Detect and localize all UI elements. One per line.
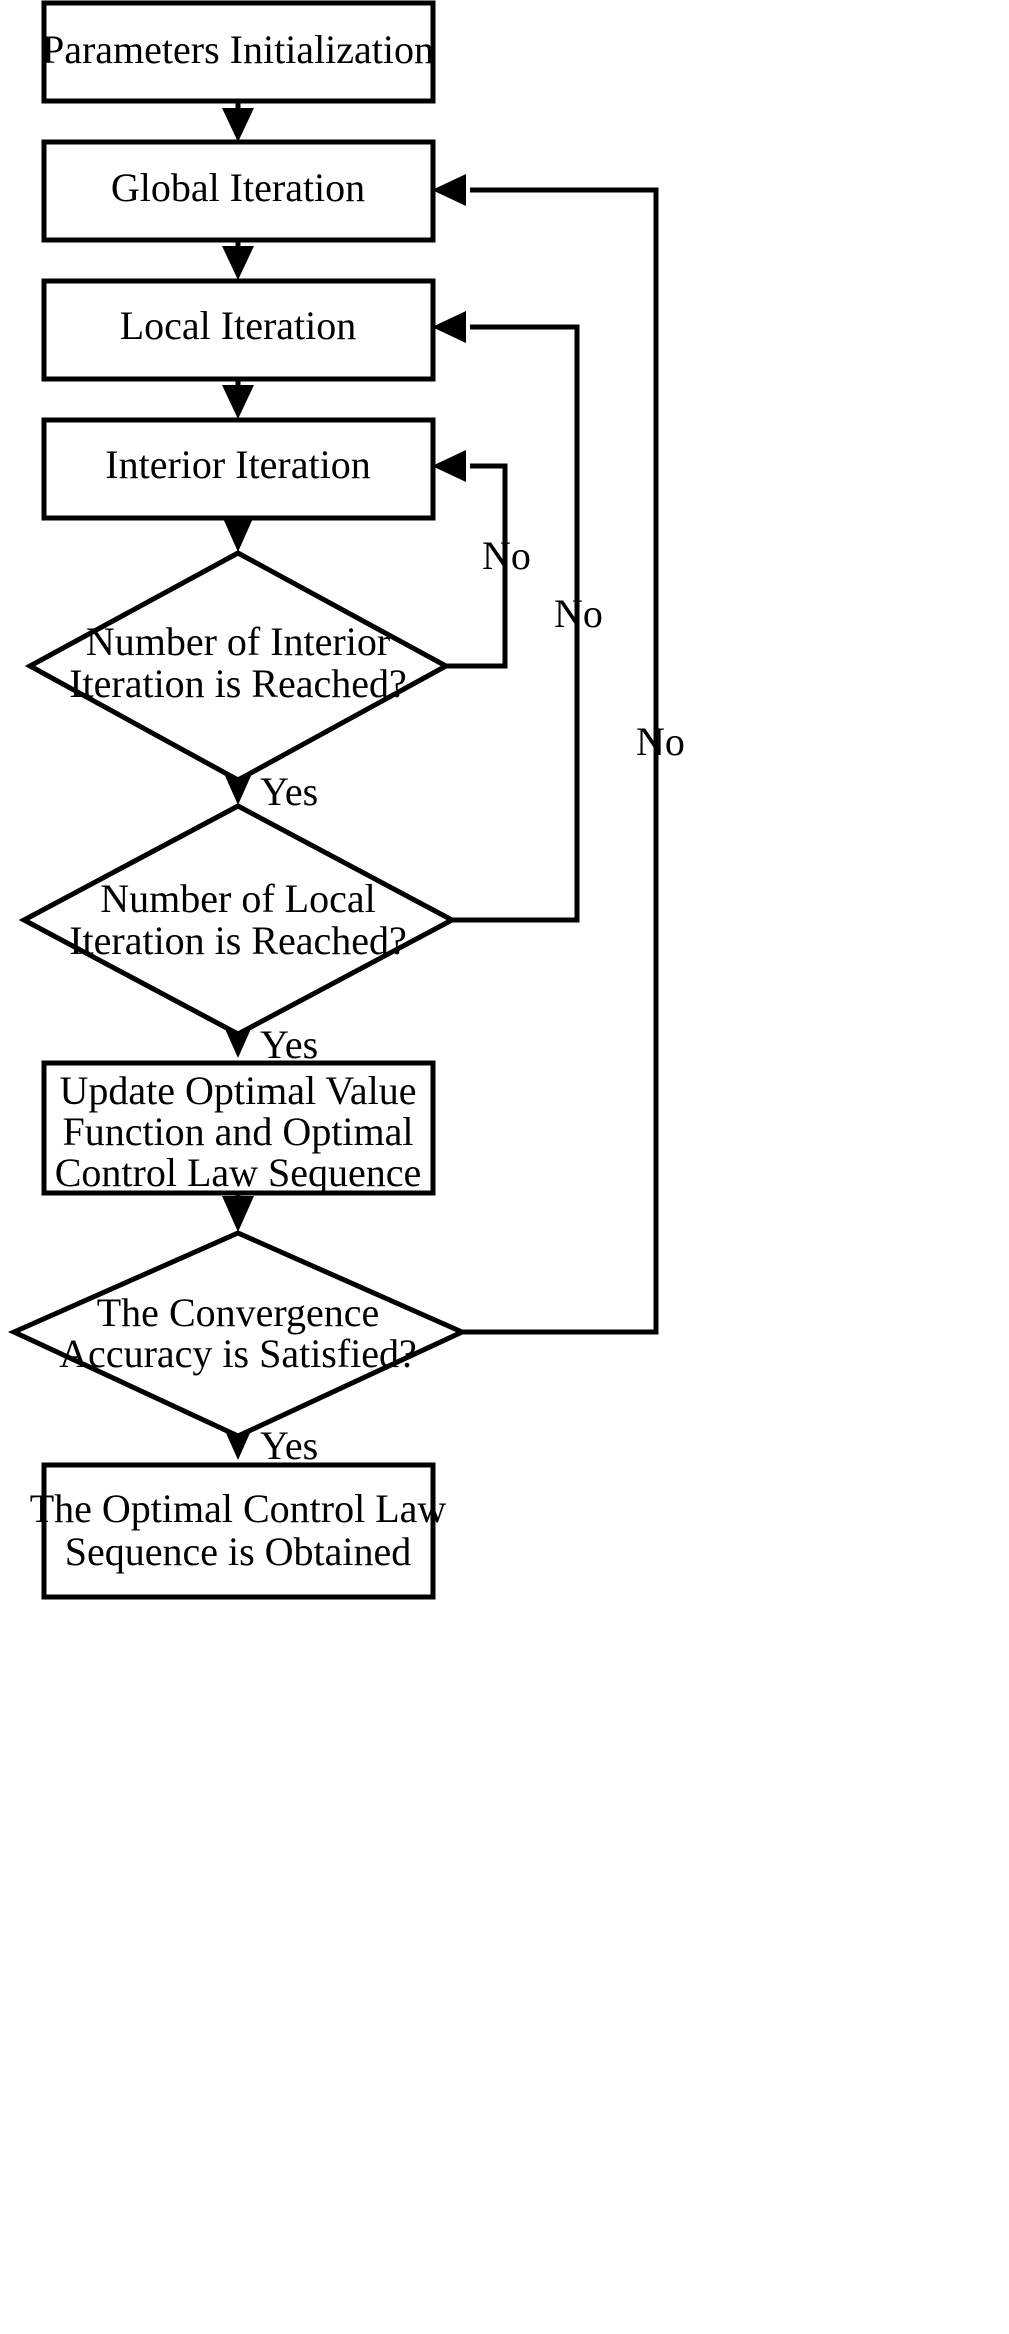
- node-update-optimal-label-line3: Control Law Sequence: [55, 1150, 422, 1195]
- node-local-decision-label-line2: Iteration is Reached?: [69, 918, 407, 963]
- node-optimal-obtained-label-line1: The Optimal Control Law: [30, 1486, 447, 1531]
- edge-label-interior-no: No: [482, 533, 531, 578]
- edge-label-interior-yes: Yes: [260, 769, 318, 814]
- node-local-decision-label-line1: Number of Local: [100, 876, 375, 921]
- edge-params-to-global: [222, 101, 254, 142]
- node-update-optimal-label-line1: Update Optimal Value: [60, 1068, 417, 1113]
- edge-label-local-no: No: [554, 591, 603, 636]
- edge-label-convergence-no: No: [636, 719, 685, 764]
- edge-convergence-no-loop: [432, 174, 659, 1335]
- node-interior-decision-label-line1: Number of Interior: [86, 619, 390, 664]
- node-params-init[interactable]: Parameters Initialization: [41, 0, 436, 104]
- edge-update-to-convergence: [222, 1193, 254, 1232]
- node-interior-decision-label-line2: Iteration is Reached?: [69, 661, 407, 706]
- node-optimal-obtained-label-line2: Sequence is Obtained: [65, 1529, 412, 1574]
- node-optimal-obtained[interactable]: The Optimal Control Law Sequence is Obta…: [30, 1462, 447, 1600]
- node-update-optimal[interactable]: Update Optimal Value Function and Optima…: [41, 1060, 436, 1196]
- node-local-iteration[interactable]: Local Iteration: [41, 278, 436, 382]
- node-global-iteration[interactable]: Global Iteration: [41, 139, 436, 243]
- node-params-init-label: Parameters Initialization: [42, 27, 434, 72]
- edge-local-no-loop: [432, 311, 580, 923]
- edge-interior-to-interior-decision: [222, 516, 254, 552]
- edge-label-local-yes: Yes: [260, 1022, 318, 1067]
- edge-global-to-local: [222, 240, 254, 280]
- node-interior-iteration[interactable]: Interior Iteration: [41, 417, 436, 521]
- node-convergence-decision-label-line2: Accuracy is Satisfied?: [59, 1331, 417, 1376]
- edge-local-to-interior: [222, 379, 254, 419]
- node-interior-decision[interactable]: Number of Interior Iteration is Reached?: [24, 550, 452, 783]
- node-local-iteration-label: Local Iteration: [120, 303, 357, 348]
- node-convergence-decision[interactable]: The Convergence Accuracy is Satisfied?: [7, 1230, 469, 1439]
- node-convergence-decision-label-line1: The Convergence: [97, 1290, 379, 1335]
- node-local-decision[interactable]: Number of Local Iteration is Reached?: [18, 803, 458, 1037]
- edge-interior-no-loop: [432, 450, 508, 669]
- edge-label-convergence-yes: Yes: [260, 1423, 318, 1468]
- node-global-iteration-label: Global Iteration: [111, 165, 365, 210]
- node-update-optimal-label-line2: Function and Optimal: [62, 1109, 413, 1154]
- node-interior-iteration-label: Interior Iteration: [105, 442, 370, 487]
